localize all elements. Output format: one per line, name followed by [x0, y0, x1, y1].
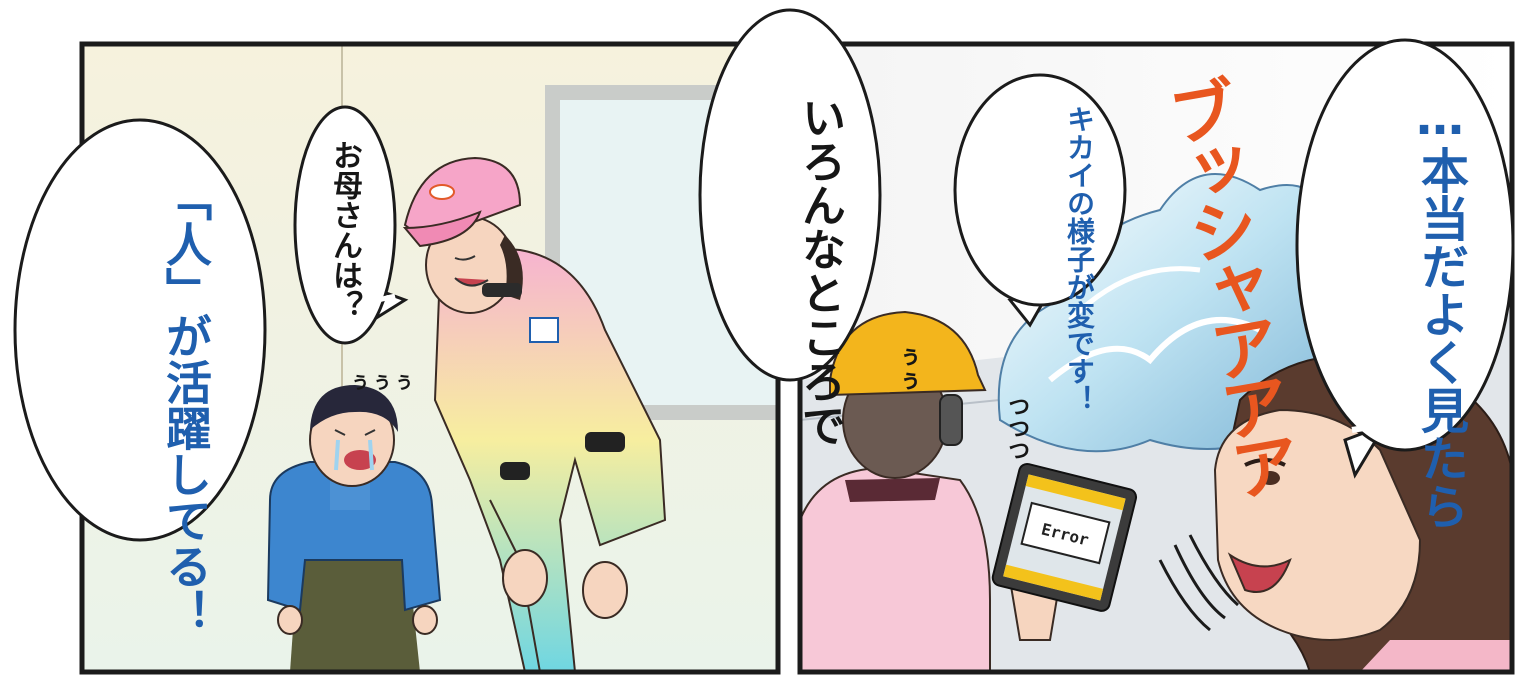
speech-kikai: キカイの様子が変です！ — [1063, 105, 1096, 413]
balloon-yoku-mitara — [1295, 38, 1515, 479]
crying-child — [266, 385, 442, 672]
staff-woman — [402, 156, 667, 672]
caption-hito-katsuyaku: 「人」が活躍してる！ — [159, 175, 213, 635]
speech-okaasan: お母さんは？ — [327, 140, 362, 320]
sfx-steam: つつつ — [1004, 395, 1029, 461]
caption-yoku-mitara: …本当だよく見たら — [1412, 90, 1468, 530]
balloon-kikai — [953, 73, 1127, 328]
helmet-worker — [800, 310, 1062, 672]
balloon-hito — [13, 118, 267, 542]
sfx-sob: ぅぅぅ — [350, 369, 416, 393]
balloon-okaasan — [293, 105, 409, 345]
caption-iron-na-tokoro: いろんなところで — [794, 95, 845, 447]
motion-lines — [1158, 534, 1239, 632]
error-tablet: Error — [991, 462, 1138, 612]
sfx-helmet-u: ぅぅ — [891, 345, 919, 393]
balloon-ironna — [698, 8, 882, 382]
